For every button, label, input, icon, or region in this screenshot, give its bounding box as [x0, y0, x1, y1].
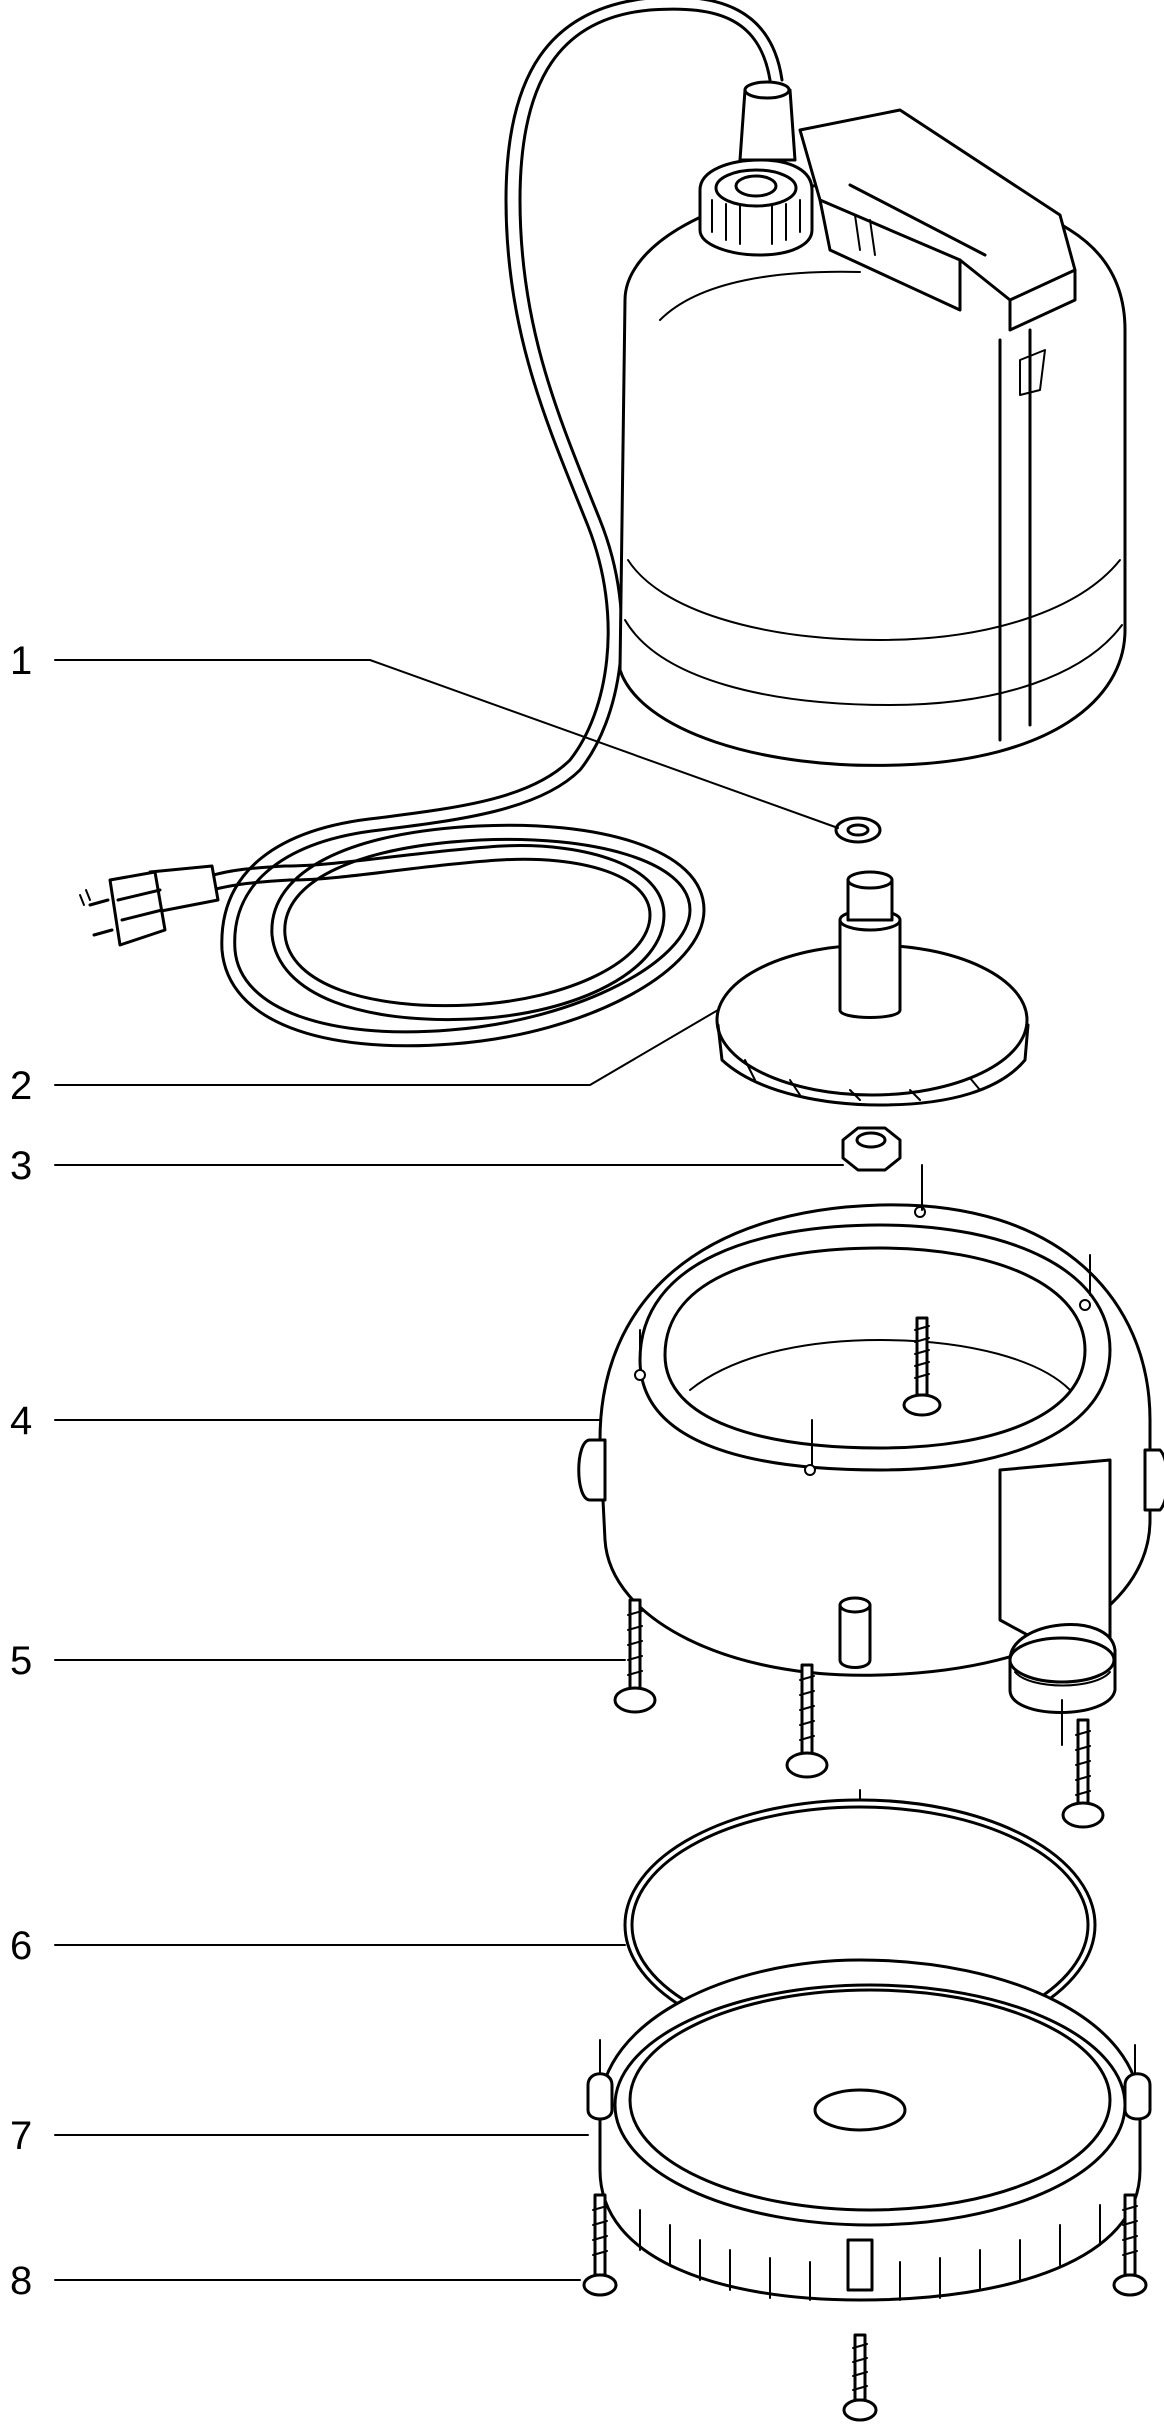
pump-housing [577, 1203, 1164, 1714]
callout-5: 5 [10, 1639, 32, 1683]
housing-bottom-screw-right [1061, 1718, 1105, 1829]
nut [841, 1126, 902, 1172]
power-cord [208, 0, 784, 1048]
callout-8: 8 [10, 2259, 32, 2303]
motor-unit [618, 80, 1127, 767]
callout-2: 2 [10, 1064, 32, 1108]
housing-top-screw [902, 1316, 942, 1417]
leader-line-2 [54, 1009, 719, 1086]
leader-lines [54, 659, 844, 2281]
callout-4: 4 [10, 1399, 32, 1443]
impeller [715, 870, 1030, 1107]
callout-3: 3 [10, 1144, 32, 1188]
base-plate [586, 1958, 1152, 2302]
plug [79, 864, 220, 947]
callout-7: 7 [10, 2114, 32, 2158]
base-screws [582, 2193, 1148, 2422]
callout-numbers: 1 2 3 4 5 6 7 8 [10, 639, 32, 2303]
housing-screws [613, 1316, 1105, 1829]
base-screw-center [842, 2333, 878, 2422]
leader-line-1 [54, 659, 839, 829]
base-screw-left [582, 2193, 618, 2297]
base-screw-right [1112, 2193, 1148, 2297]
housing-bottom-screw-left [613, 1598, 657, 1714]
housing-bottom-screw-center [785, 1663, 829, 1779]
callout-1: 1 [10, 639, 32, 683]
callout-6: 6 [10, 1924, 32, 1968]
seal-washer [834, 816, 882, 844]
